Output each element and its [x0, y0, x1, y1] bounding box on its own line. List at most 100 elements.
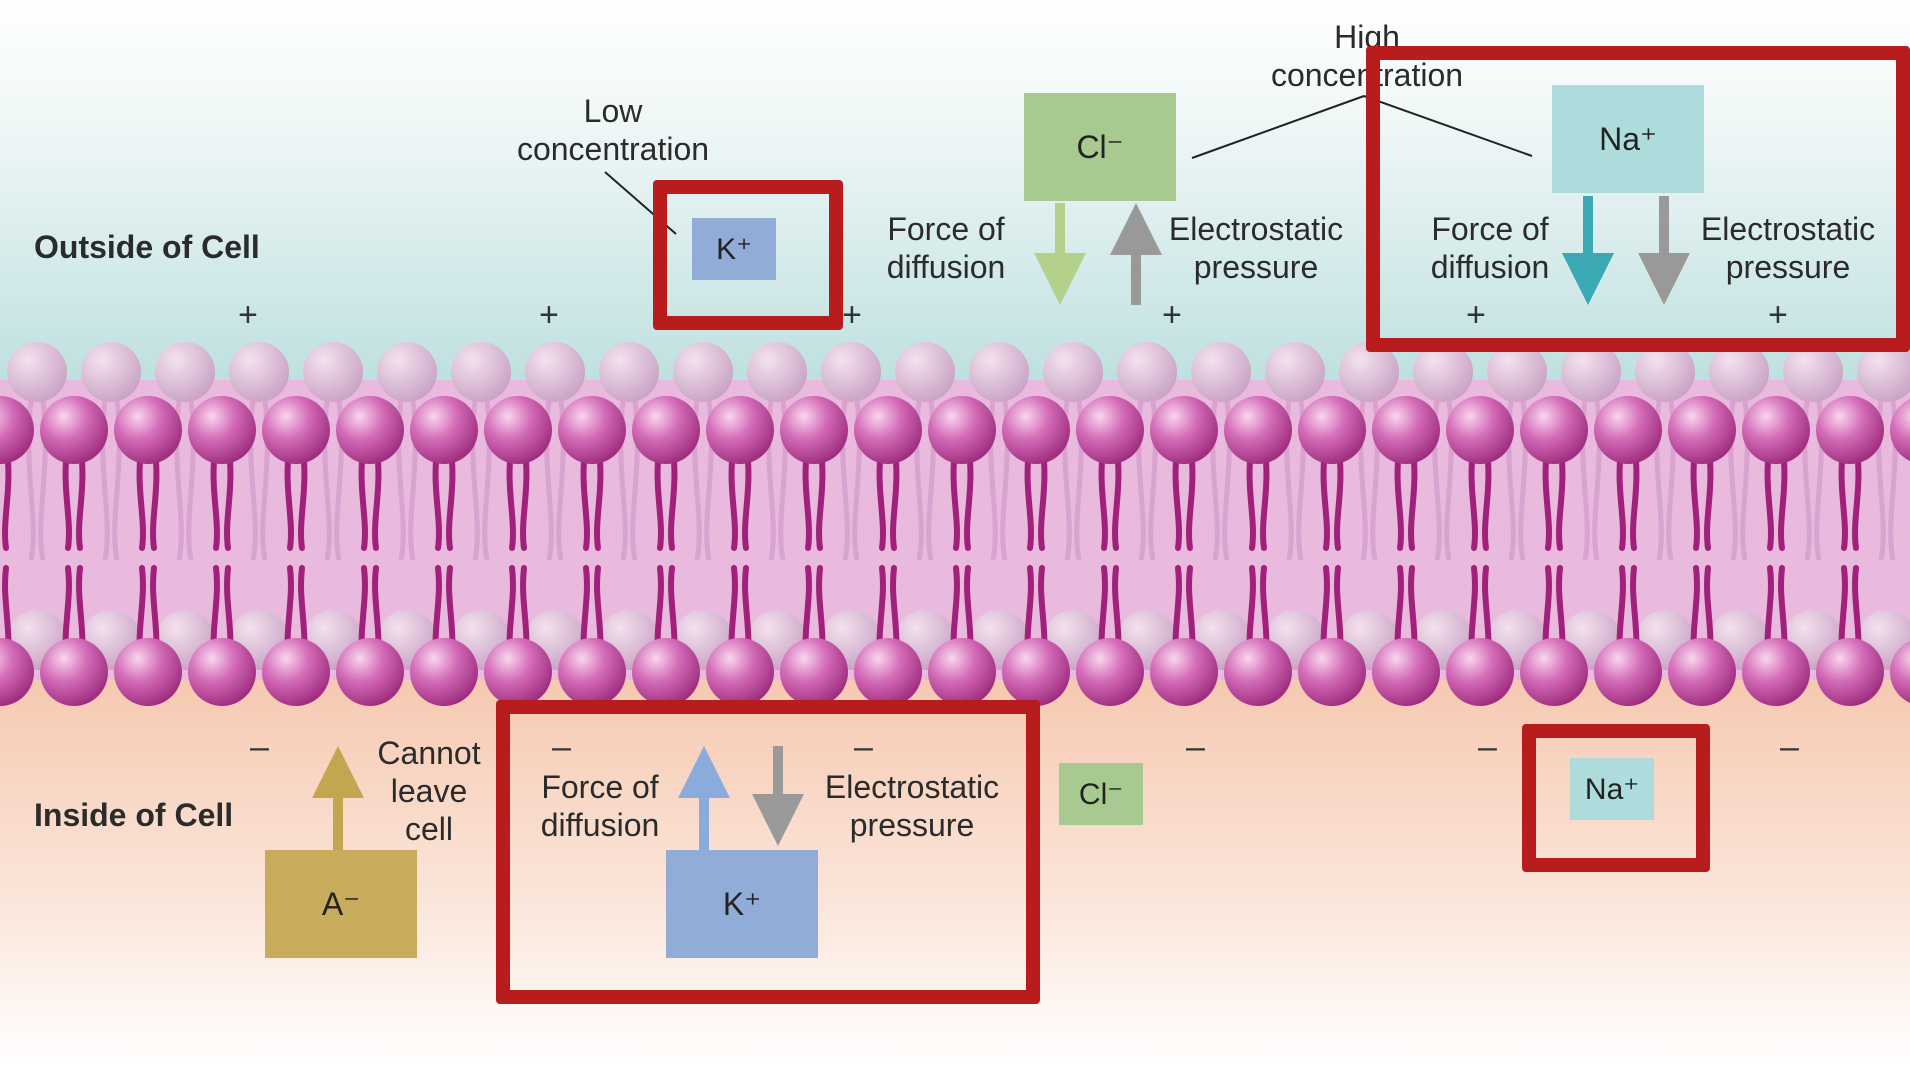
na-electrostatic-label: Electrostatic pressure: [1690, 210, 1886, 286]
cl-electrostatic-arrow: [1110, 203, 1162, 305]
label-line: pressure: [1193, 249, 1319, 285]
na-ion-outside: Na⁺: [1552, 85, 1704, 193]
lipid-head: [1635, 342, 1695, 402]
cannot-leave-cell-label: Cannot leave cell: [364, 734, 494, 848]
lipid-head: [336, 396, 404, 464]
k-ion-outside: K⁺: [692, 218, 776, 280]
lipid-head: [632, 638, 700, 706]
lipid-head: [969, 342, 1029, 402]
cl-ion-outside: Cl⁻: [1024, 93, 1176, 201]
lipid-head: [188, 638, 256, 706]
lipid-head: [303, 342, 363, 402]
lipid-head: [1857, 342, 1910, 402]
charge-plus: +: [842, 296, 862, 334]
pointer-line: [1191, 95, 1365, 159]
charge-minus: –: [854, 728, 873, 766]
lipid-head: [1191, 342, 1251, 402]
lipid-head: [1076, 638, 1144, 706]
lipid-head: [632, 396, 700, 464]
cl-ion-inside: Cl⁻: [1059, 763, 1143, 825]
lipid-head: [229, 342, 289, 402]
lipid-head: [410, 396, 478, 464]
label-line: Electrostatic: [1168, 211, 1344, 247]
lipid-head: [1890, 399, 1910, 461]
charge-minus: –: [1780, 728, 1799, 766]
lipid-head: [821, 342, 881, 402]
highlight-k-outside: [653, 180, 843, 330]
lipid-head: [155, 342, 215, 402]
lipid-head: [854, 638, 922, 706]
highlight-na-inside: [1522, 724, 1710, 872]
lipid-head: [1002, 638, 1070, 706]
lipid-head: [1372, 638, 1440, 706]
lipid-head: [114, 396, 182, 464]
label-line: Force of: [887, 211, 1005, 247]
low-label-line2: concentration: [516, 131, 710, 167]
cl-electrostatic-label: Electrostatic pressure: [1158, 210, 1354, 286]
label-line: Force of: [1431, 211, 1549, 247]
phospholipid-bilayer: [0, 342, 1910, 706]
lipid-head: [7, 342, 67, 402]
anion-arrow: [312, 746, 364, 850]
lipid-head: [1150, 396, 1218, 464]
lipid-head: [484, 396, 552, 464]
charge-minus: –: [250, 728, 269, 766]
charge-plus: +: [238, 296, 258, 334]
lipid-head: [40, 396, 108, 464]
lipid-head: [928, 638, 996, 706]
lipid-head: [262, 396, 330, 464]
lipid-head: [1076, 396, 1144, 464]
lipid-head: [484, 638, 552, 706]
lipid-head: [558, 396, 626, 464]
lipid-head: [1709, 342, 1769, 402]
inside-of-cell-label: Inside of Cell: [34, 797, 234, 833]
force-arrows: [312, 196, 1690, 850]
lipid-head: [1446, 396, 1514, 464]
lipid-head: [40, 638, 108, 706]
lipid-head: [1816, 396, 1884, 464]
lipid-head: [1265, 342, 1325, 402]
lipid-head: [1520, 396, 1588, 464]
lipid-head: [1339, 342, 1399, 402]
lipid-head: [262, 638, 330, 706]
na-ion-inside: Na⁺: [1570, 758, 1654, 820]
label-line: leave: [390, 773, 468, 809]
charge-plus: +: [1466, 296, 1486, 334]
lipid-head: [1783, 342, 1843, 402]
lipid-head: [1043, 342, 1103, 402]
lipid-head: [1224, 638, 1292, 706]
lipid-head: [673, 342, 733, 402]
lipid-head: [1413, 342, 1473, 402]
lipid-head: [1224, 396, 1292, 464]
anion: A⁻: [265, 850, 417, 958]
lipid-head: [1742, 638, 1810, 706]
lipid-head: [1298, 396, 1366, 464]
lipid-head: [1594, 396, 1662, 464]
lipid-head: [780, 638, 848, 706]
lipid-head: [81, 342, 141, 402]
lipid-head: [1561, 342, 1621, 402]
lipid-head: [1150, 638, 1218, 706]
lipid-head: [1487, 342, 1547, 402]
label-line: Electrostatic: [1700, 211, 1876, 247]
lipid-head: [895, 342, 955, 402]
lipid-head: [114, 638, 182, 706]
k-electrostatic-arrow: [752, 746, 804, 846]
lipid-head: [188, 396, 256, 464]
lipid-head: [706, 638, 774, 706]
charge-minus: –: [1478, 728, 1497, 766]
label-line: diffusion: [886, 249, 1006, 285]
lipid-head: [780, 396, 848, 464]
lipid-head: [599, 342, 659, 402]
na-diffusion-label: Force of diffusion: [1410, 210, 1570, 286]
lipid-head: [525, 342, 585, 402]
lipid-head: [1520, 638, 1588, 706]
charge-plus: +: [1768, 296, 1788, 334]
cl-diffusion-arrow: [1034, 203, 1086, 305]
lipid-head: [1816, 638, 1884, 706]
lipid-head: [1117, 342, 1177, 402]
charge-minus: –: [552, 728, 571, 766]
lipid-head: [336, 638, 404, 706]
lipid-head: [854, 396, 922, 464]
